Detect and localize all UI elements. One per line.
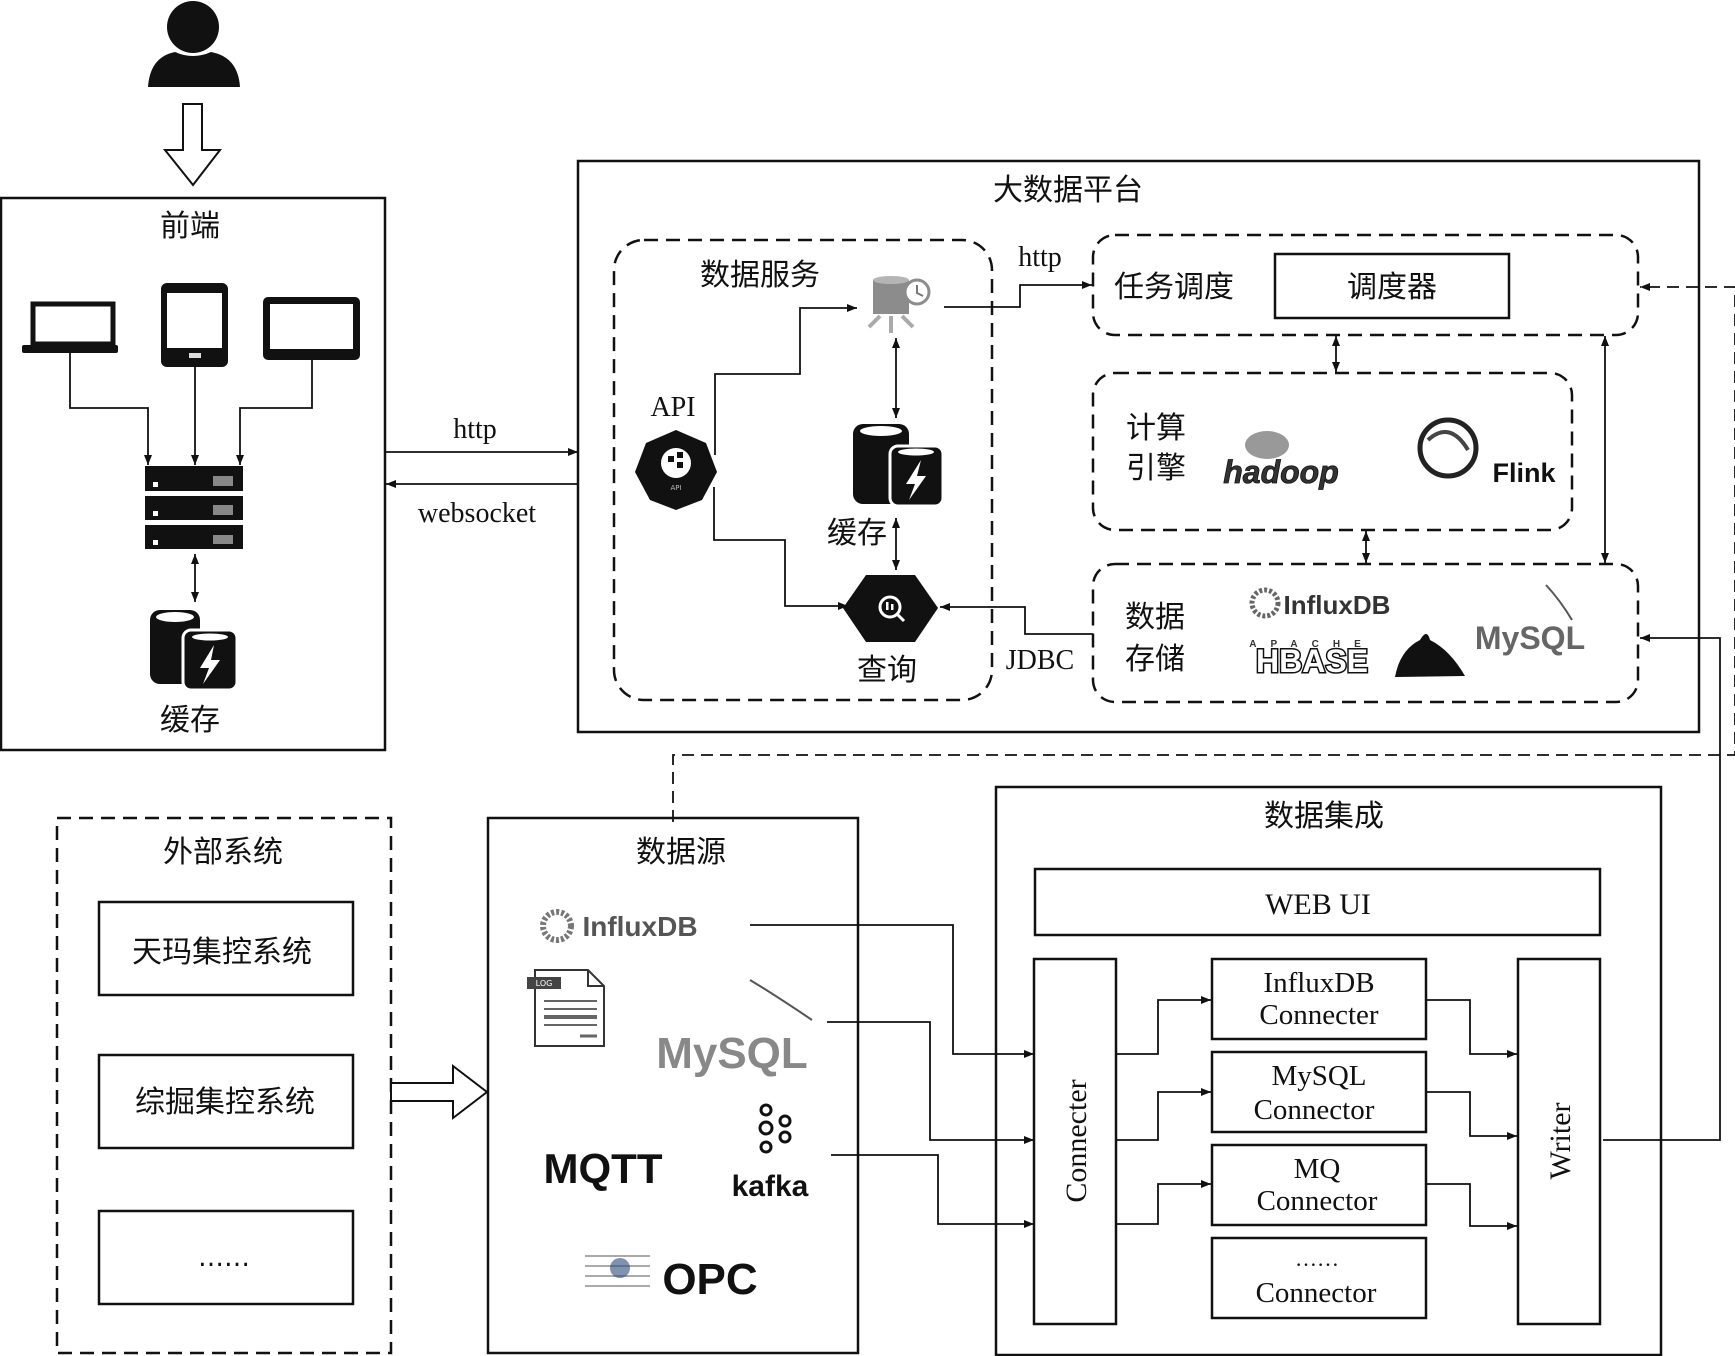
frontend-title: 前端 [160, 209, 220, 244]
svg-text:MQTT: MQTT [544, 1145, 663, 1192]
svg-text:Flink: Flink [1492, 458, 1556, 488]
api-gateway-icon: API [635, 430, 717, 510]
hadoop-logo: hadoop [1223, 431, 1339, 490]
task-scheduling-group [1091, 233, 1640, 337]
svg-text:APACHE: APACHE [1249, 639, 1374, 650]
platform-cache-db-icon [853, 424, 945, 508]
data-integration-box [994, 785, 1663, 1356]
data-sources-title: 数据源 [636, 835, 726, 870]
compute-title-line2: 引擎 [1126, 451, 1186, 486]
opc-logo: OPC [585, 1255, 758, 1304]
jdbc-label: JDBC [1006, 645, 1074, 676]
svg-text:Connecter: Connecter [1259, 999, 1379, 1031]
kafka-logo: kafka [732, 1103, 809, 1203]
websocket-label: websocket [418, 498, 536, 529]
connecter-to-connector-links [1116, 996, 1211, 1225]
svg-text:Connector: Connector [1256, 1277, 1377, 1309]
svg-text:天玛集控系统: 天玛集控系统 [132, 935, 312, 970]
scheduler-box [1273, 252, 1511, 320]
data-sources-box [486, 816, 860, 1355]
data-service-title: 数据服务 [700, 258, 820, 293]
source-to-scheduler-dashed-connector [672, 283, 1735, 822]
storage-title-line2: 存储 [1125, 642, 1185, 677]
tablet-icon [161, 283, 228, 367]
user-to-frontend-arrow [162, 103, 223, 187]
user-icon [148, 1, 240, 87]
scheduler-http-connector [944, 281, 1092, 308]
source-to-connecter-connectors [750, 924, 1034, 1228]
platform-title: 大数据平台 [993, 173, 1143, 208]
svg-text:MySQL: MySQL [656, 1029, 808, 1078]
svg-text:MQ: MQ [1294, 1153, 1341, 1185]
svg-text:……: …… [198, 1243, 250, 1273]
platform-internal-connectors [1332, 336, 1609, 563]
svg-text:hadoop: hadoop [1223, 454, 1339, 490]
connector-item: InfluxDB Connecter [1210, 957, 1428, 1041]
svg-text:Connecter: Connecter [1060, 1079, 1093, 1202]
external-title: 外部系统 [163, 835, 283, 870]
svg-text:……: …… [1295, 1246, 1339, 1271]
job-service-icon [867, 276, 931, 333]
svg-text:Connector: Connector [1257, 1185, 1378, 1217]
monitor-icon [263, 297, 360, 360]
frontend-box [0, 196, 387, 752]
connector-item: MySQL Connector [1210, 1050, 1428, 1134]
svg-text:Connector: Connector [1254, 1094, 1375, 1126]
storage-influxdb-logo: InfluxDB [1249, 587, 1391, 620]
connector-item: …… Connector [1210, 1236, 1428, 1320]
task-scheduling-title: 任务调度 [1114, 270, 1234, 305]
svg-text:InfluxDB: InfluxDB [1263, 967, 1374, 999]
log-file-icon: LOG [527, 969, 605, 1047]
svg-text:Writer: Writer [1544, 1102, 1577, 1179]
cache-db-icon [150, 610, 239, 692]
svg-text:OPC: OPC [662, 1255, 757, 1304]
mqtt-logo: MQTT [544, 1145, 663, 1192]
svg-text:API: API [670, 484, 681, 492]
data-service-connectors [713, 304, 900, 610]
svg-text:InfluxDB: InfluxDB [1284, 590, 1391, 620]
svg-text:kafka: kafka [732, 1170, 809, 1203]
laptop-icon [22, 301, 118, 353]
external-system-item: …… [97, 1209, 355, 1306]
flink-logo: Flink [1417, 417, 1556, 488]
scheduler-label: 调度器 [1347, 270, 1437, 305]
jdbc-connector [940, 603, 1093, 635]
web-ui-box: WEB UI [1033, 867, 1602, 937]
api-label: API [650, 392, 695, 423]
query-label: 查询 [857, 653, 917, 688]
connector-item: MQ Connector [1210, 1143, 1428, 1227]
data-integration-title: 数据集成 [1264, 799, 1384, 834]
compute-title-line1: 计算 [1126, 411, 1186, 446]
external-system-item: 综掘集控系统 [97, 1053, 355, 1150]
svg-text:MySQL: MySQL [1475, 620, 1585, 656]
writer-box: Writer [1516, 957, 1602, 1326]
big-data-platform-box [576, 159, 1701, 734]
external-system-item: 天玛集控系统 [97, 900, 355, 997]
external-to-source-arrow [390, 1063, 489, 1121]
storage-title-line1: 数据 [1125, 600, 1185, 635]
frontend-cache-label: 缓存 [160, 703, 220, 738]
hbase-logo: APACHE HBASE [1249, 634, 1465, 681]
svg-text:HBASE: HBASE [1256, 643, 1368, 679]
http-label: http [453, 414, 497, 445]
svg-text:综掘集控系统: 综掘集控系统 [135, 1085, 315, 1120]
connector-to-writer-links [1426, 999, 1517, 1230]
connecter-box: Connecter [1032, 957, 1118, 1326]
data-service-group [612, 238, 994, 702]
scheduler-http-label: http [1018, 242, 1062, 273]
svg-text:MySQL: MySQL [1271, 1060, 1366, 1092]
svg-text:WEB UI: WEB UI [1265, 888, 1371, 921]
svg-text:LOG: LOG [536, 979, 553, 988]
device-to-server-connectors [69, 353, 313, 465]
source-mysql-logo: MySQL [656, 979, 813, 1078]
data-storage-group [1091, 562, 1640, 704]
source-influxdb-logo: InfluxDB [540, 909, 698, 943]
svg-text:InfluxDB: InfluxDB [582, 911, 697, 942]
server-stack-icon [145, 466, 243, 549]
platform-cache-label: 缓存 [827, 516, 887, 551]
storage-mysql-logo: MySQL [1475, 584, 1585, 656]
query-icon [843, 575, 938, 642]
